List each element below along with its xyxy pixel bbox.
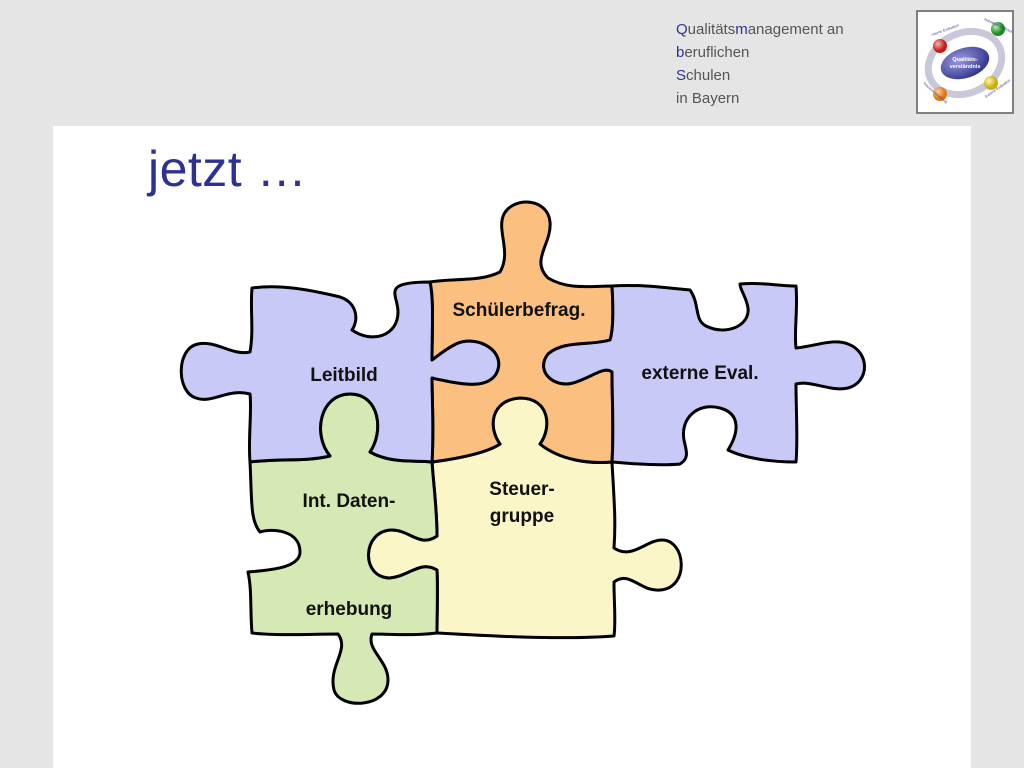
puzzle-piece-leitbild [179, 280, 501, 464]
header-line-4: in Bayern [676, 87, 844, 110]
logo-red-ball [933, 39, 947, 53]
label-int-daten-line-2: erhebung [306, 599, 393, 620]
header-line-1-initial: Q [676, 21, 688, 38]
label-schuelerbefrag: Schülerbefrag. [452, 300, 585, 321]
label-int-daten-line-1: Int. Daten- [303, 491, 396, 512]
logo: Qualitäts- verständnis Interne Evaluatio… [916, 10, 1014, 114]
logo-center-disc [940, 46, 990, 80]
header-line-3-initial: S [676, 67, 687, 84]
header-line-3: Schulen [676, 64, 844, 87]
logo-orange-ball [933, 87, 947, 101]
slide-title: jetzt … [148, 141, 308, 197]
puzzle-piece-externe-eval [542, 281, 866, 467]
header-organization-text: Qualitätsmanagement an beruflichen Schul… [676, 18, 844, 110]
header-line-3-rest: chulen [686, 67, 731, 84]
label-steuergruppe-line-1: Steuer- [489, 479, 554, 500]
logo-ring [924, 27, 1006, 99]
header-line-2-initial: b [676, 44, 685, 61]
logo-yellow-ball [984, 76, 998, 90]
label-externe-eval: externe Eval. [641, 363, 758, 384]
label-steuergruppe-line-2: gruppe [490, 506, 554, 527]
logo-green-ball [991, 22, 1005, 36]
header-line-1-middle: ualitäts [687, 21, 736, 38]
label-leitbild: Leitbild [310, 365, 378, 386]
header-line-1-rest: anagement an [747, 21, 844, 38]
header-line-2-rest: eruflichen [684, 44, 750, 61]
logo-graphic: Qualitäts- verständnis Interne Evaluatio… [922, 17, 1013, 104]
logo-center-text-1: Qualitäts- [952, 57, 978, 63]
header-line-1-initial2: m [735, 21, 748, 38]
header-line-4-rest: in Bayern [676, 90, 740, 107]
header-line-1: Qualitätsmanagement an [676, 18, 844, 41]
header-line-2: beruflichen [676, 41, 844, 64]
logo-center-text-2: verständnis [950, 64, 981, 70]
